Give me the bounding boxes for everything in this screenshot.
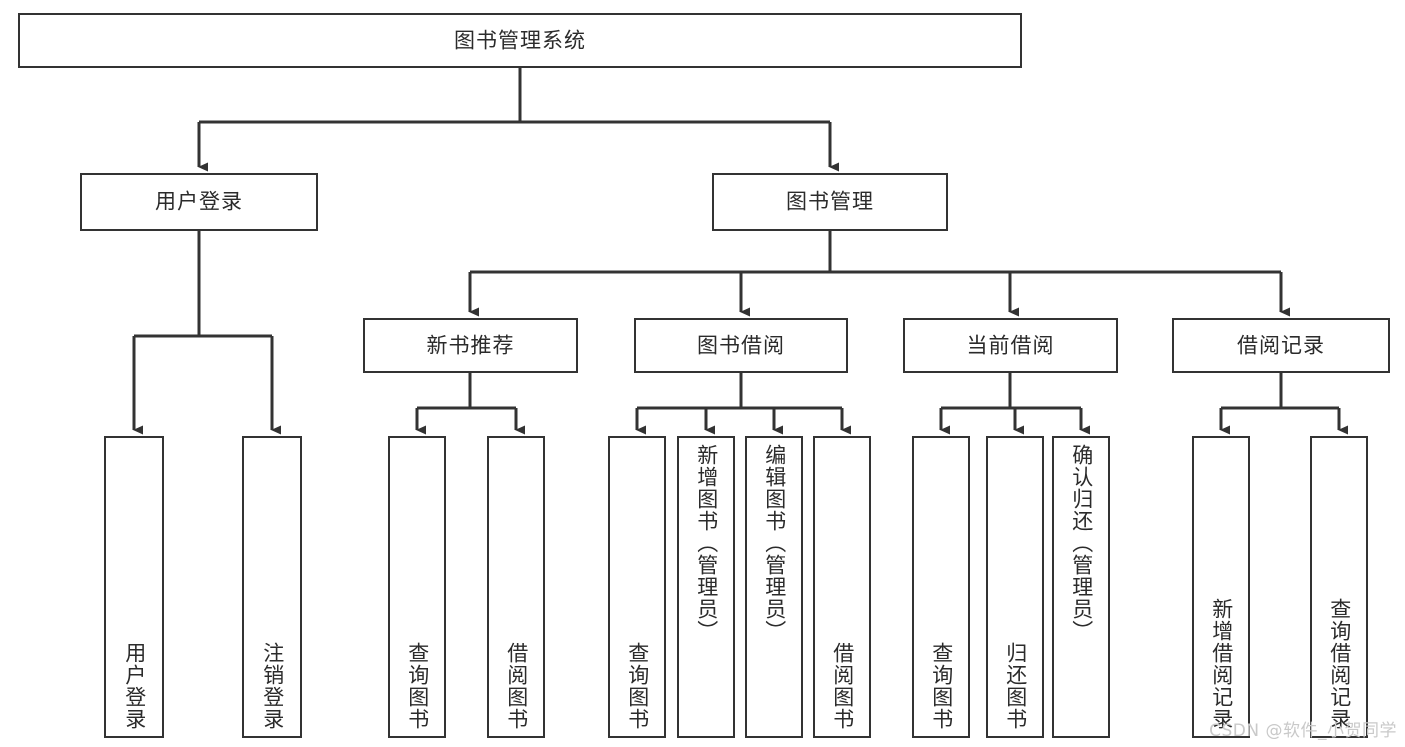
node-leaf-logout[interactable]: 注销登录 [242, 436, 302, 738]
node-leaf-query-book-1-label-wrap: 查询图书 [390, 438, 444, 736]
node-user-login-label: 用户登录 [155, 189, 243, 214]
node-leaf-return-book-label: 归还图书 [1003, 642, 1028, 730]
node-leaf-query-book-2[interactable]: 查询图书 [608, 436, 666, 738]
node-leaf-add-book[interactable]: 新增图书（管理员） [677, 436, 735, 738]
node-book-borrow-label: 图书借阅 [697, 332, 785, 357]
node-leaf-return-book-label-wrap: 归还图书 [988, 438, 1042, 736]
node-leaf-query-book-1-label: 查询图书 [405, 642, 430, 730]
node-leaf-user-login-label: 用户登录 [122, 642, 147, 730]
node-user-login[interactable]: 用户登录 [80, 173, 318, 231]
watermark-text: CSDN @软件_小贺同学 [1209, 721, 1397, 741]
node-leaf-user-login[interactable]: 用户登录 [104, 436, 164, 738]
node-leaf-add-book-label-wrap: 新增图书（管理员） [679, 438, 733, 736]
node-leaf-add-book-label: 新增图书（管理员） [694, 444, 719, 642]
node-leaf-add-record[interactable]: 新增借阅记录 [1192, 436, 1250, 738]
node-leaf-confirm-return-label-wrap: 确认归还（管理员） [1054, 438, 1108, 736]
node-leaf-query-book-2-label: 查询图书 [625, 642, 650, 730]
node-leaf-borrow-book-2[interactable]: 借阅图书 [813, 436, 871, 738]
node-book-manage[interactable]: 图书管理 [712, 173, 948, 231]
node-leaf-borrow-book-1-label-wrap: 借阅图书 [489, 438, 543, 736]
node-current-borrow-label: 当前借阅 [966, 332, 1055, 357]
node-leaf-return-book[interactable]: 归还图书 [986, 436, 1044, 738]
node-leaf-query-record-label-wrap: 查询借阅记录 [1312, 438, 1366, 736]
node-new-book-rec-label: 新书推荐 [426, 332, 515, 357]
node-leaf-logout-label: 注销登录 [260, 642, 285, 730]
node-leaf-query-book-2-label-wrap: 查询图书 [610, 438, 664, 736]
node-leaf-edit-book-label-wrap: 编辑图书（管理员） [747, 438, 801, 736]
node-leaf-borrow-book-2-label: 借阅图书 [830, 642, 855, 730]
node-leaf-query-book-3-label-wrap: 查询图书 [914, 438, 968, 736]
node-leaf-user-login-label-wrap: 用户登录 [106, 438, 162, 736]
node-leaf-borrow-book-1[interactable]: 借阅图书 [487, 436, 545, 738]
node-book-borrow[interactable]: 图书借阅 [634, 318, 848, 373]
node-leaf-query-book-3[interactable]: 查询图书 [912, 436, 970, 738]
node-leaf-edit-book[interactable]: 编辑图书（管理员） [745, 436, 803, 738]
node-root-label: 图书管理系统 [454, 27, 586, 52]
node-leaf-add-record-label-wrap: 新增借阅记录 [1194, 438, 1248, 736]
node-new-book-rec[interactable]: 新书推荐 [363, 318, 578, 373]
node-leaf-edit-book-label: 编辑图书（管理员） [762, 444, 787, 642]
node-leaf-query-record[interactable]: 查询借阅记录 [1310, 436, 1368, 738]
node-leaf-query-book-1[interactable]: 查询图书 [388, 436, 446, 738]
node-book-manage-label: 图书管理 [786, 189, 874, 214]
node-leaf-query-book-3-label: 查询图书 [929, 642, 954, 730]
node-root-system[interactable]: 图书管理系统 [18, 13, 1022, 68]
node-leaf-confirm-return[interactable]: 确认归还（管理员） [1052, 436, 1110, 738]
node-current-borrow[interactable]: 当前借阅 [903, 318, 1118, 373]
node-leaf-add-record-label: 新增借阅记录 [1209, 598, 1234, 730]
node-leaf-confirm-return-label: 确认归还（管理员） [1069, 444, 1094, 642]
node-leaf-query-record-label: 查询借阅记录 [1327, 598, 1352, 730]
node-leaf-borrow-book-1-label: 借阅图书 [504, 642, 529, 730]
node-leaf-logout-label-wrap: 注销登录 [244, 438, 300, 736]
node-leaf-borrow-book-2-label-wrap: 借阅图书 [815, 438, 869, 736]
node-borrow-record[interactable]: 借阅记录 [1172, 318, 1390, 373]
node-borrow-record-label: 借阅记录 [1237, 332, 1325, 357]
